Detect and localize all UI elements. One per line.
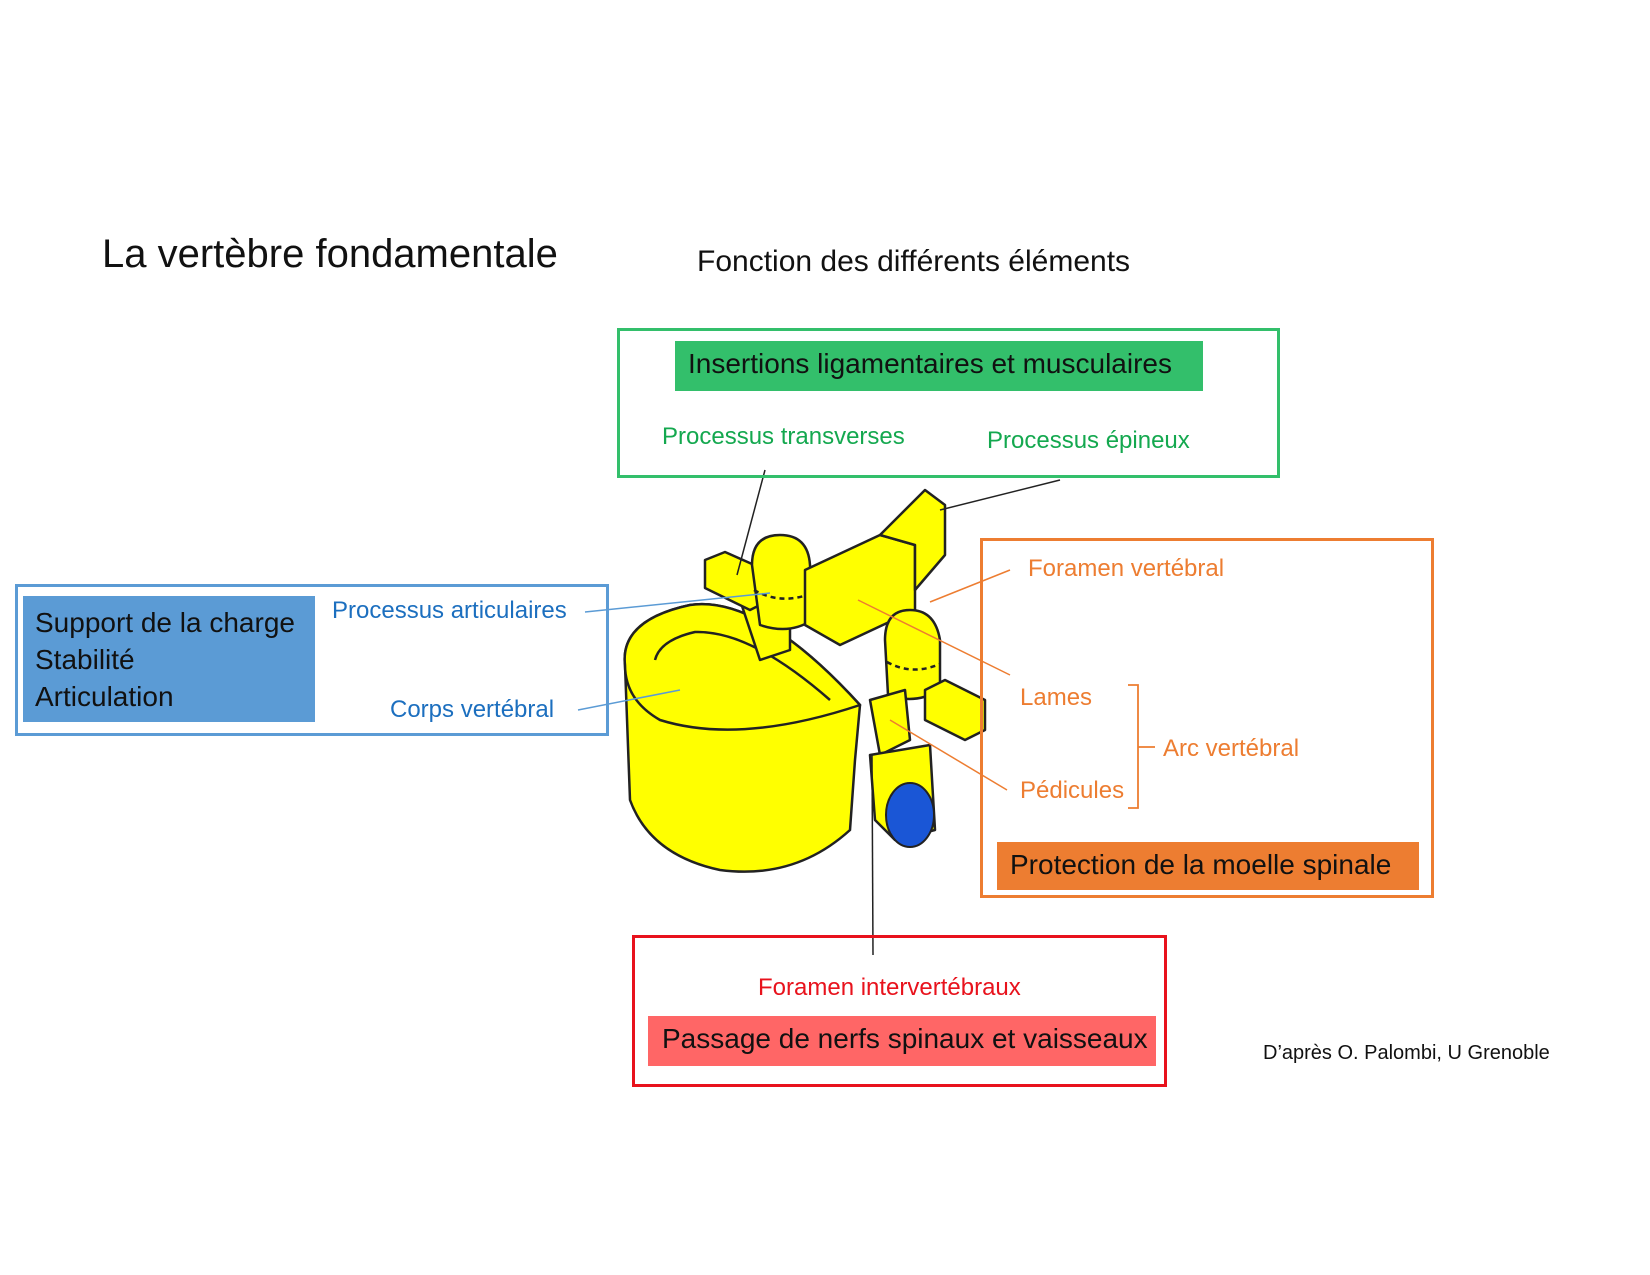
orange-function-text: Protection de la moelle spinale: [1010, 849, 1392, 880]
green-function-text: Insertions ligamentaires et musculaires: [688, 348, 1172, 379]
blue-function-item: Support de la charge: [35, 607, 295, 638]
page-title: La vertèbre fondamentale: [102, 232, 558, 276]
label-vertebral-body: Corps vertébral: [390, 696, 555, 723]
red-function-text: Passage de nerfs spinaux et vaisseaux: [662, 1023, 1148, 1054]
spinous-process: [878, 488, 947, 592]
label-vertebral-foramen: Foramen vertébral: [1028, 555, 1225, 582]
blue-function-item: Articulation: [35, 681, 174, 712]
green-function-box: [675, 341, 1203, 391]
blue-function-list: Support de la charge Stabilité Articulat…: [35, 604, 295, 715]
blue-function-box: [23, 596, 315, 722]
label-intervertebral-foramen: Foramen intervertébraux: [758, 974, 1021, 1001]
transverse-process-right: [923, 678, 987, 742]
red-frame: [632, 935, 1167, 1087]
orange-function-box: [997, 842, 1419, 890]
blue-function-item: Stabilité: [35, 644, 135, 675]
page-subtitle: Fonction des différents éléments: [697, 245, 1131, 278]
source-credit: D’après O. Palombi, U Grenoble: [1263, 1042, 1550, 1064]
orange-frame: [980, 538, 1434, 898]
label-laminae: Lames: [1020, 684, 1093, 711]
articular-process-left: [750, 533, 814, 631]
blue-frame: [15, 584, 609, 736]
spinal-canal: [885, 782, 935, 848]
red-function-box: [648, 1016, 1156, 1066]
label-transverse-process: Processus transverses: [662, 423, 905, 450]
label-vertebral-arch: Arc vertébral: [1163, 735, 1300, 762]
label-pedicles: Pédicules: [1020, 777, 1125, 804]
green-frame: [617, 328, 1280, 478]
label-articular-process: Processus articulaires: [332, 597, 567, 624]
label-spinous-process: Processus épineux: [987, 427, 1190, 454]
